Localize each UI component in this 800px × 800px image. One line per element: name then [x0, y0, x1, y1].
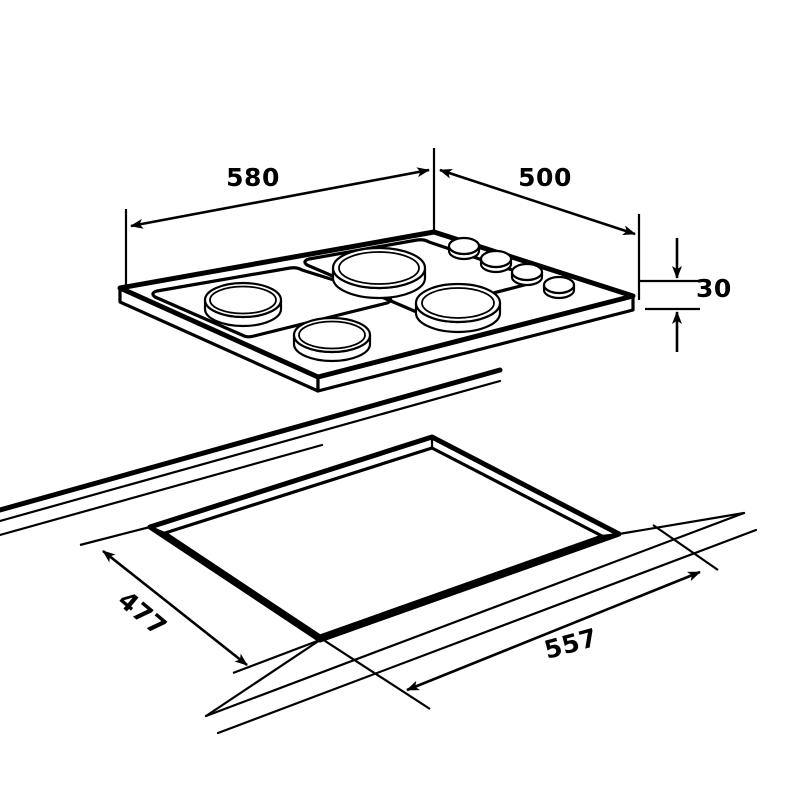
knob-4[interactable] — [542, 275, 576, 300]
knob-2-top — [479, 249, 513, 269]
burner-rear-right-top — [331, 246, 427, 290]
worktop-rear-edge-inner — [0, 443, 324, 537]
dimension-label-30: 30 — [696, 274, 732, 303]
burner-front-right-ring — [421, 287, 495, 319]
cutout-inner-frame — [163, 446, 604, 638]
knob-3[interactable] — [510, 262, 544, 287]
burner-front-right-top — [414, 282, 502, 324]
dimension-line-557 — [406, 570, 701, 692]
burner-rear-left-top — [203, 281, 283, 319]
knob-2[interactable] — [479, 249, 513, 274]
dimension-width-580: 580 — [124, 148, 436, 300]
dimension-label-580: 580 — [226, 163, 280, 192]
dimension-cutout-width-557: 557 — [284, 524, 719, 710]
worktop-rear-edge-bottom — [0, 379, 502, 523]
worktop-cutout-view — [0, 367, 758, 735]
extension-line-477-lower — [232, 638, 321, 675]
dimension-label-477: 477 — [113, 585, 173, 642]
dimension-line-580 — [130, 167, 430, 229]
worktop-line-cross-lower — [204, 638, 322, 718]
worktop-line-cross-upper — [617, 511, 746, 536]
knob-1[interactable] — [447, 236, 481, 261]
burner-front-left-ring — [298, 320, 366, 350]
extension-line-557-left — [284, 614, 431, 710]
cutout-corner-tick-right — [600, 532, 621, 538]
extension-line-477-upper — [79, 525, 151, 547]
dimension-label-500: 500 — [518, 163, 572, 192]
cutout-outer-frame — [147, 434, 622, 643]
control-knob-row — [447, 236, 576, 300]
worktop-rear-edge-top — [0, 367, 503, 513]
burner-front-left — [292, 316, 372, 363]
burner-rear-right — [331, 246, 427, 300]
dimension-depth-500: 500 — [439, 163, 641, 300]
burner-rear-left — [203, 281, 283, 328]
burner-rear-left-ring — [209, 285, 277, 315]
extension-line-557-right — [652, 524, 719, 571]
cutout-corner-tick-left — [148, 525, 167, 535]
knob-4-top — [542, 275, 576, 295]
burner-rear-right-ring — [338, 251, 420, 285]
dimension-line-500 — [439, 168, 636, 236]
dimension-cutout-depth-477: 477 — [79, 525, 321, 675]
hob-appliance-view — [117, 229, 636, 393]
dimension-thickness-30: 30 — [640, 238, 732, 352]
dimension-label-557: 557 — [541, 623, 600, 665]
worktop-right-edge-inner — [216, 528, 758, 735]
knob-1-top — [447, 236, 481, 256]
burner-front-right — [414, 282, 502, 334]
dimension-line-477 — [102, 549, 248, 667]
burner-front-left-top — [292, 316, 372, 354]
knob-3-top — [510, 262, 544, 282]
